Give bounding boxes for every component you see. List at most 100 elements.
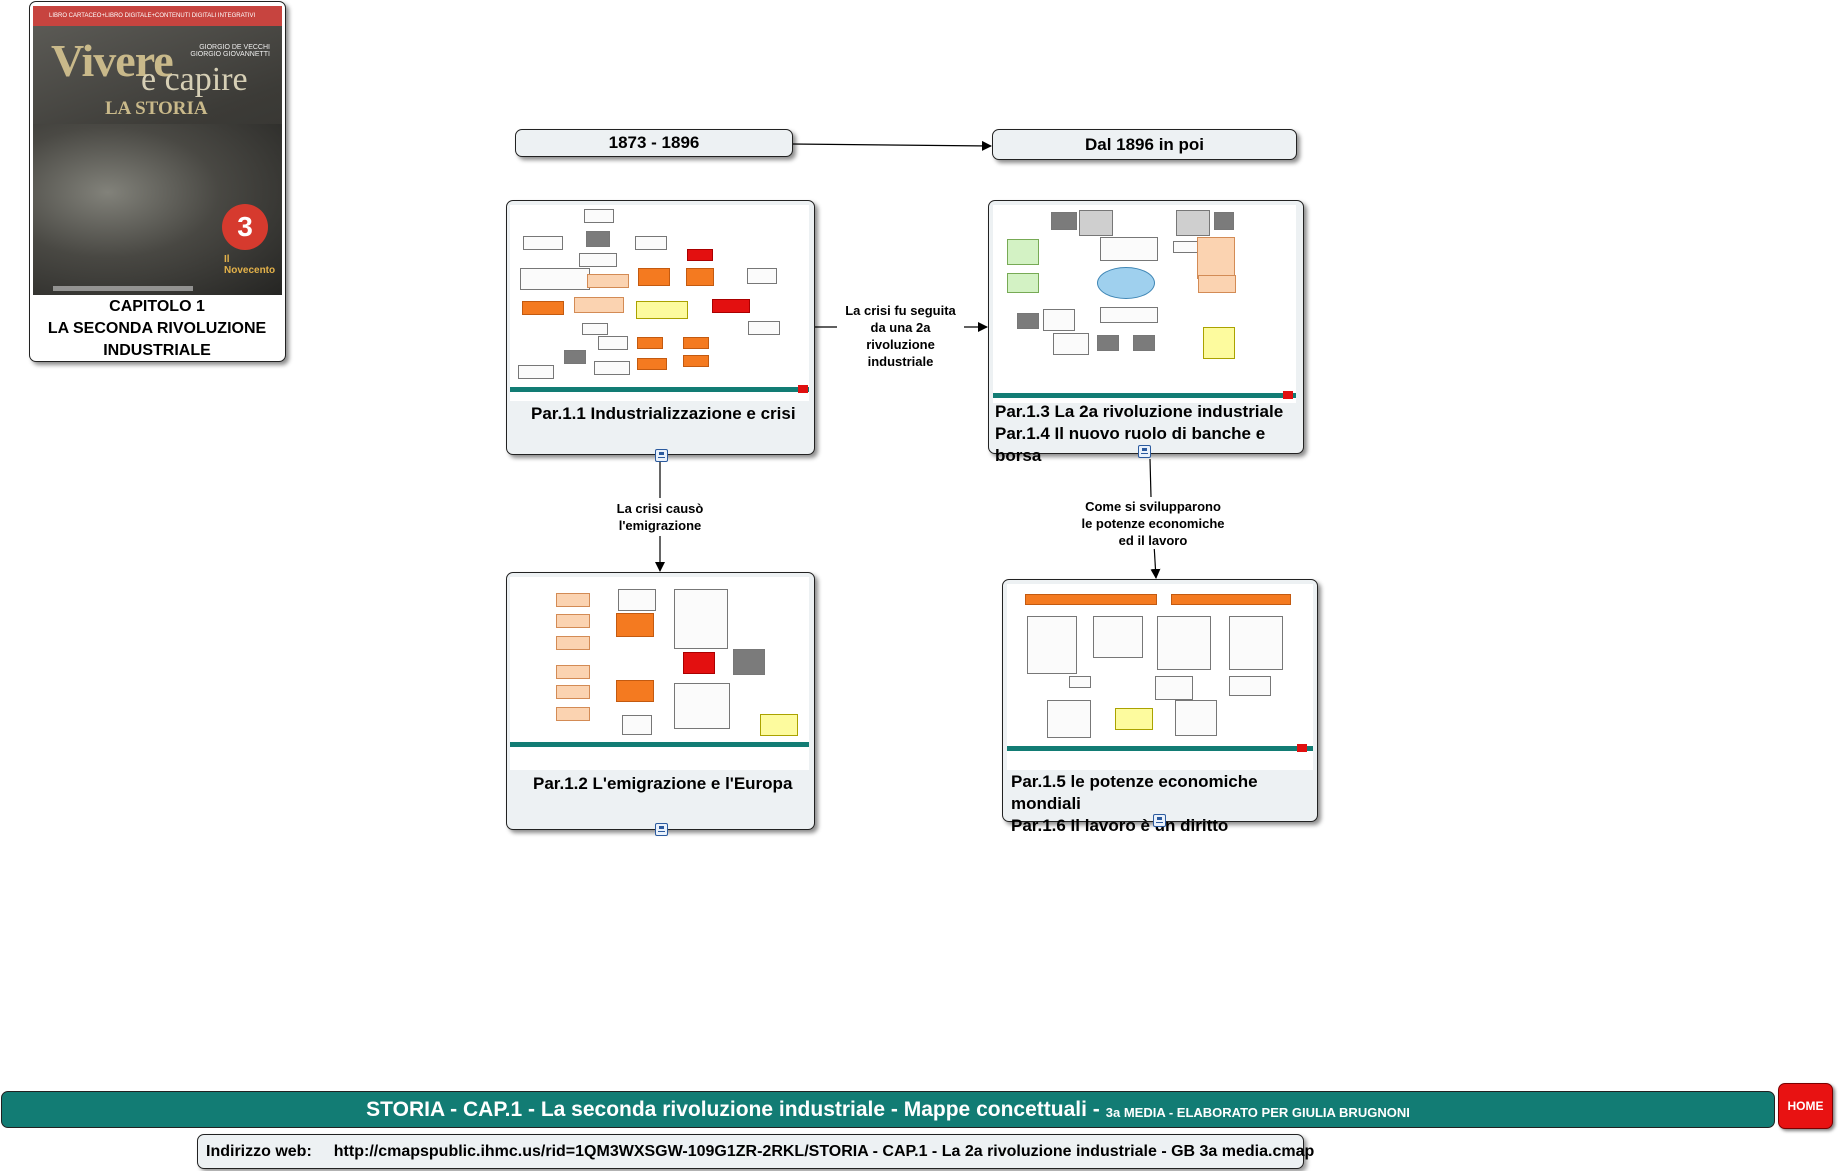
thumb-photo xyxy=(733,649,765,675)
thumb-node xyxy=(1229,616,1283,670)
thumb-node xyxy=(594,361,630,375)
web-address-box: Indirizzo web: http://cmapspublic.ihmc.u… xyxy=(197,1134,1314,1169)
thumb-node xyxy=(556,707,590,721)
thumb-photo xyxy=(1097,335,1119,351)
thumb-node xyxy=(1115,708,1153,730)
cover-volume-badge: 3 xyxy=(222,204,268,250)
thumb-node xyxy=(1229,676,1271,696)
thumb-node xyxy=(1175,700,1217,736)
cover-top-strip xyxy=(33,6,282,26)
thumb-node xyxy=(1203,327,1235,359)
thumb-node xyxy=(522,301,564,315)
map-title-par-1-1: Par.1.1 Industrializzazione e crisi xyxy=(531,404,796,423)
thumb-node xyxy=(556,685,590,699)
thumb-photo xyxy=(1214,212,1234,230)
thumb-node xyxy=(637,337,663,349)
thumb-node xyxy=(520,268,590,290)
connector-m3-m4-b xyxy=(1150,543,1161,579)
map-title-par-1-5-1-6: Par.1.5 le potenze economiche mondiali P… xyxy=(1011,772,1258,835)
thumb-node xyxy=(518,365,554,379)
thumb-node xyxy=(637,358,667,370)
cover-card[interactable]: LIBRO CARTACEO+LIBRO DIGITALE+CONTENUTI … xyxy=(29,1,286,362)
map-thumbnail xyxy=(993,205,1296,403)
thumb-node xyxy=(1069,676,1091,688)
footer-banner: STORIA - CAP.1 - La seconda rivoluzione … xyxy=(1,1091,1775,1128)
concept-map-par-1-3-1-4[interactable]: Par.1.3 La 2a rivoluzione industriale Pa… xyxy=(988,200,1304,465)
resource-icon[interactable] xyxy=(1153,814,1166,827)
resource-icon[interactable] xyxy=(655,449,668,462)
thumb-node xyxy=(1171,594,1291,605)
thumb-photo xyxy=(564,350,586,364)
thumb-node xyxy=(616,680,654,702)
cover-title-2: e capire xyxy=(141,61,248,98)
footer-banner-subtitle: 3a MEDIA - ELABORATO PER GIULIA BRUGNONI xyxy=(1105,1104,1410,1120)
resource-icon[interactable] xyxy=(1138,445,1151,458)
thumb-node xyxy=(636,301,688,319)
link-potenze-lavoro: Come si svilupparono le potenze economic… xyxy=(1077,498,1229,549)
thumb-node xyxy=(683,337,709,349)
thumb-photo xyxy=(1133,335,1155,351)
thumb-photo xyxy=(586,231,610,247)
thumb-node xyxy=(674,683,730,729)
thumb-node xyxy=(683,652,715,674)
thumb-node xyxy=(618,589,656,611)
book-cover-image: LIBRO CARTACEO+LIBRO DIGITALE+CONTENUTI … xyxy=(33,6,282,295)
thumb-node xyxy=(1176,210,1210,236)
thumb-node xyxy=(1100,307,1158,323)
map-thumbnail xyxy=(510,577,809,770)
thumb-node xyxy=(748,321,780,335)
thumb-node xyxy=(556,636,590,650)
thumb-node xyxy=(1097,267,1155,299)
thumb-node xyxy=(1025,594,1157,605)
thumb-footer-bar xyxy=(510,387,809,392)
thumb-node xyxy=(1157,616,1211,670)
thumb-node xyxy=(1047,700,1091,738)
thumb-node xyxy=(1079,210,1113,236)
thumb-node xyxy=(674,589,728,649)
thumb-node xyxy=(635,236,667,250)
thumb-node xyxy=(622,715,652,735)
thumb-footer-bar xyxy=(993,393,1296,398)
footer-banner-title: STORIA - CAP.1 - La seconda rivoluzione … xyxy=(366,1097,1100,1121)
thumb-footer-bar xyxy=(1007,746,1313,751)
cover-caption: CAPITOLO 1 LA SECONDA RIVOLUZIONE INDUST… xyxy=(47,298,267,359)
cover-volume-label: Il Novecento xyxy=(224,254,276,276)
thumb-node xyxy=(1197,237,1235,279)
thumb-home-icon xyxy=(1297,744,1307,752)
thumb-photo xyxy=(1017,313,1039,329)
web-address-url[interactable]: http://cmapspublic.ihmc.us/rid=1QM3WXSGW… xyxy=(333,1142,1315,1160)
period-1873-1896[interactable]: 1873 - 1896 xyxy=(515,129,793,157)
home-button[interactable]: HOME xyxy=(1778,1083,1833,1129)
cover-authors: GIORGIO DE VECCHI GIORGIO GIOVANNETTI xyxy=(190,44,270,58)
thumb-node xyxy=(523,236,563,250)
thumb-node xyxy=(747,268,777,284)
thumb-node xyxy=(584,209,614,223)
thumb-node xyxy=(556,614,590,628)
thumb-photo xyxy=(1051,212,1077,230)
thumb-node xyxy=(1043,309,1075,331)
link-crisi-rivoluzione: La crisi fu seguita da una 2a rivoluzion… xyxy=(837,302,964,370)
cover-banner-text: LIBRO CARTACEO+LIBRO DIGITALE+CONTENUTI … xyxy=(49,13,256,19)
map-thumbnail xyxy=(1007,584,1313,770)
thumb-node xyxy=(687,249,713,261)
link-crisi-emigrazione: La crisi causò l'emigrazione xyxy=(612,500,708,534)
web-address-label: Indirizzo web: xyxy=(206,1142,312,1160)
thumb-node xyxy=(616,613,654,637)
thumb-home-icon xyxy=(798,385,808,393)
thumb-node xyxy=(598,336,628,350)
period-dal-1896[interactable]: Dal 1896 in poi xyxy=(992,129,1297,160)
concept-map-par-1-2[interactable]: Par.1.2 L'emigrazione e l'Europa xyxy=(506,572,815,836)
concept-map-par-1-5-1-6[interactable]: Par.1.5 le potenze economiche mondiali P… xyxy=(1002,579,1318,835)
resource-icon[interactable] xyxy=(655,823,668,836)
concept-map-par-1-1[interactable]: Par.1.1 Industrializzazione e crisi xyxy=(506,200,815,462)
thumb-node xyxy=(1198,275,1236,293)
cover-title-3: LA STORIA xyxy=(105,98,208,119)
thumb-node xyxy=(556,593,590,607)
thumb-node xyxy=(683,355,709,367)
thumb-node xyxy=(1155,676,1193,700)
thumb-node xyxy=(1093,616,1143,658)
thumb-node xyxy=(1007,239,1039,265)
map-thumbnail xyxy=(510,205,809,401)
thumb-node xyxy=(686,268,714,286)
thumb-node xyxy=(1100,237,1158,261)
